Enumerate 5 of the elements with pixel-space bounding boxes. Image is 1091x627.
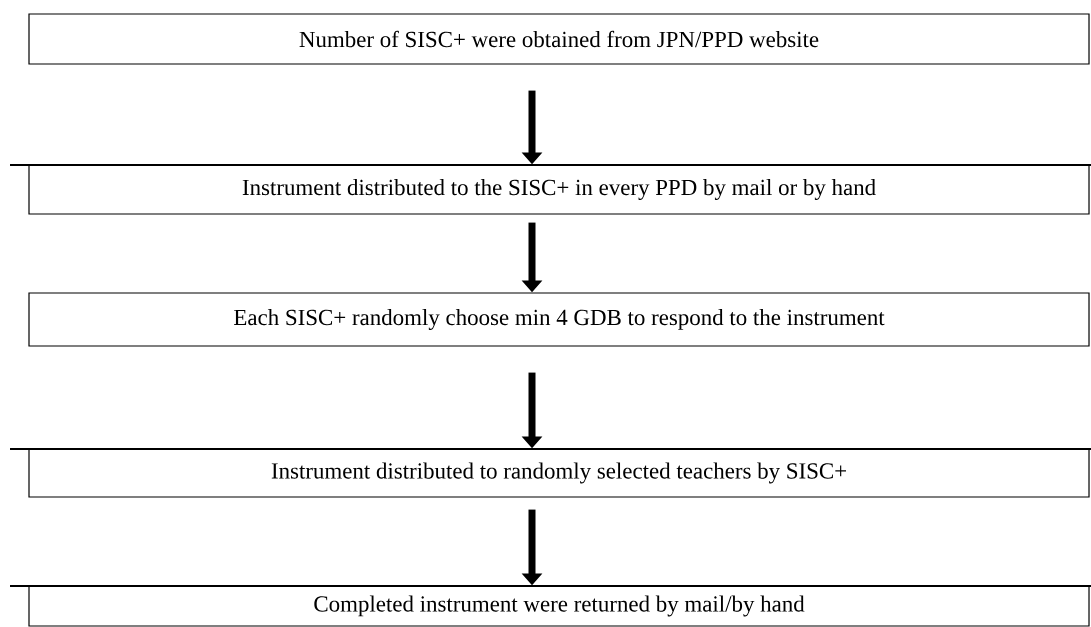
process-box: Instrument distributed to the SISC+ in every PPD by mail or by hand [28,164,1090,215]
process-box: Instrument distributed to randomly selected teachers by SISC+ [28,448,1090,498]
process-box: Number of SISC+ were obtained from JPN/PPD website [28,13,1090,65]
process-box: Each SISC+ randomly choose min 4 GDB to respond to the instrument [28,292,1090,347]
process-box: Completed instrument were returned by mail/by hand [28,585,1090,627]
